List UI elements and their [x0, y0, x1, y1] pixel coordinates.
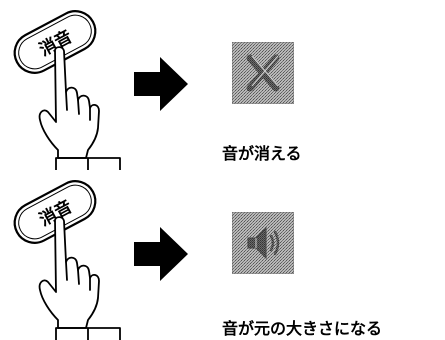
right-arrow-icon	[134, 57, 188, 111]
speaker-on-icon	[232, 212, 294, 274]
hand-pressing-mute-button: 消音	[13, 180, 121, 340]
hand-icon	[38, 216, 121, 340]
step-mute-off: 消音 音が元の大きさになる	[0, 170, 445, 340]
hand-icon	[38, 46, 121, 170]
caption-mute-on: 音が消える	[222, 144, 302, 163]
step-mute-on: 消音 音が消える	[13, 10, 302, 170]
caption-mute-off: 音が元の大きさになる	[222, 319, 383, 338]
speaker-muted-icon	[232, 42, 294, 104]
right-arrow-icon	[134, 227, 188, 281]
hand-pressing-mute-button: 消音	[13, 10, 121, 170]
